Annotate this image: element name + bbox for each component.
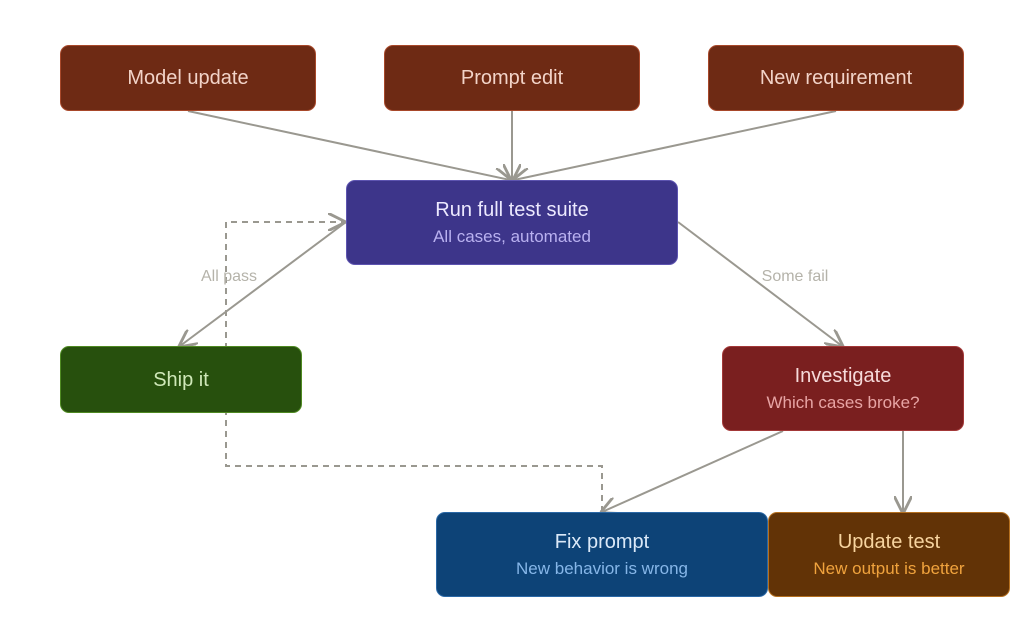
fix-prompt-node: Fix prompt New behavior is wrong bbox=[436, 512, 768, 597]
update-test-subtitle: New output is better bbox=[813, 558, 965, 578]
investigate-node: Investigate Which cases broke? bbox=[722, 346, 964, 431]
run-suite-subtitle: All cases, automated bbox=[433, 226, 591, 246]
prompt-edit-title: Prompt edit bbox=[460, 67, 564, 89]
run-suite-node: Run full test suite All cases, automated bbox=[346, 180, 678, 265]
edge-label-some-fail: Some fail bbox=[761, 268, 829, 285]
edge-model-update-to-suite bbox=[187, 110, 510, 180]
edge-suite-to-investigate bbox=[677, 221, 842, 346]
edge-suite-to-ship bbox=[180, 221, 347, 346]
prompt-edit-node: Prompt edit bbox=[384, 45, 640, 111]
update-test-title: Update test bbox=[837, 530, 941, 553]
model-update-title: Model update bbox=[127, 67, 249, 89]
run-suite-title: Run full test suite bbox=[435, 198, 589, 221]
new-requirement-title: New requirement bbox=[759, 67, 913, 89]
model-update-node: Model update bbox=[60, 45, 316, 111]
fix-prompt-title: Fix prompt bbox=[554, 530, 650, 553]
edge-investigate-to-fix-prompt bbox=[602, 430, 784, 512]
ship-it-node: Ship it bbox=[60, 346, 302, 413]
edge-new-requirement-to-suite bbox=[514, 110, 837, 180]
edge-label-all-pass: All pass bbox=[200, 268, 258, 285]
ship-it-title: Ship it bbox=[153, 368, 209, 391]
edge-fix-prompt-loop-back bbox=[225, 222, 603, 512]
investigate-title: Investigate bbox=[794, 364, 892, 387]
fix-prompt-subtitle: New behavior is wrong bbox=[516, 558, 688, 578]
investigate-subtitle: Which cases broke? bbox=[766, 392, 920, 412]
new-requirement-node: New requirement bbox=[708, 45, 964, 111]
update-test-node: Update test New output is better bbox=[768, 512, 1010, 597]
